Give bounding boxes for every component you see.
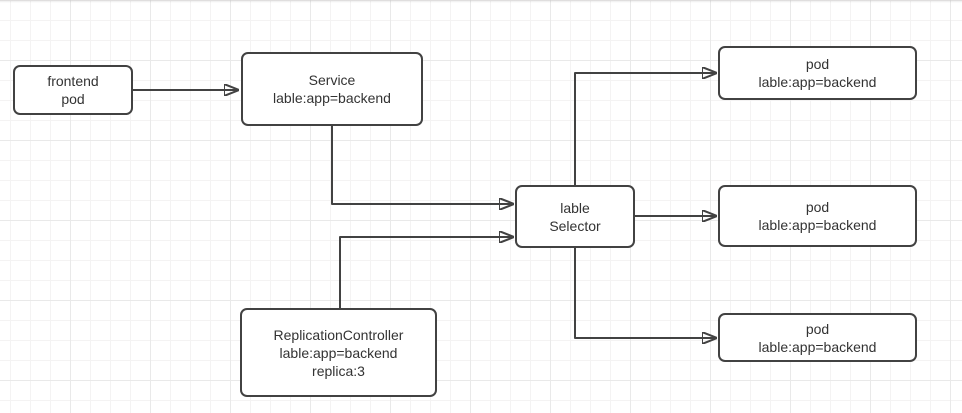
node-label-line: pod xyxy=(805,199,830,215)
node-label-line: pod xyxy=(805,56,830,72)
node-label-line: lable:app=backend xyxy=(758,338,877,355)
node-pod-3[interactable]: pod lable:app=backend xyxy=(718,313,917,362)
node-label-line: lable:app=backend xyxy=(758,217,877,233)
node-label-line: lable:app=backend xyxy=(279,344,398,361)
edge-selector-to-pod-1[interactable] xyxy=(574,73,716,185)
node-label-line: ReplicationController xyxy=(273,326,404,343)
node-label-line: pod xyxy=(61,91,85,107)
node-label-line: Selector xyxy=(549,217,601,234)
node-service[interactable]: Service lable:app=backend xyxy=(241,52,423,126)
node-label-line: Service xyxy=(308,72,356,88)
node-frontend-pod[interactable]: frontend pod xyxy=(13,65,133,115)
node-pod-1[interactable]: pod lable:app=backend xyxy=(718,46,917,100)
node-label-line: frontend xyxy=(47,73,99,89)
node-label-line: pod xyxy=(805,320,830,337)
node-label-selector[interactable]: lable Selector xyxy=(515,185,635,248)
node-label-line: lable xyxy=(560,199,590,216)
node-pod-2[interactable]: pod lable:app=backend xyxy=(718,185,917,247)
node-replication-controller[interactable]: ReplicationController lable:app=backend … xyxy=(240,308,437,397)
edge-service-to-selector[interactable] xyxy=(331,126,513,204)
node-label-line: replica:3 xyxy=(312,362,365,379)
node-label-line: lable:app=backend xyxy=(273,90,391,106)
edge-replicationcontroller-to-selector[interactable] xyxy=(339,237,513,308)
edge-selector-to-pod-3[interactable] xyxy=(574,248,716,338)
node-label-line: lable:app=backend xyxy=(758,74,877,90)
